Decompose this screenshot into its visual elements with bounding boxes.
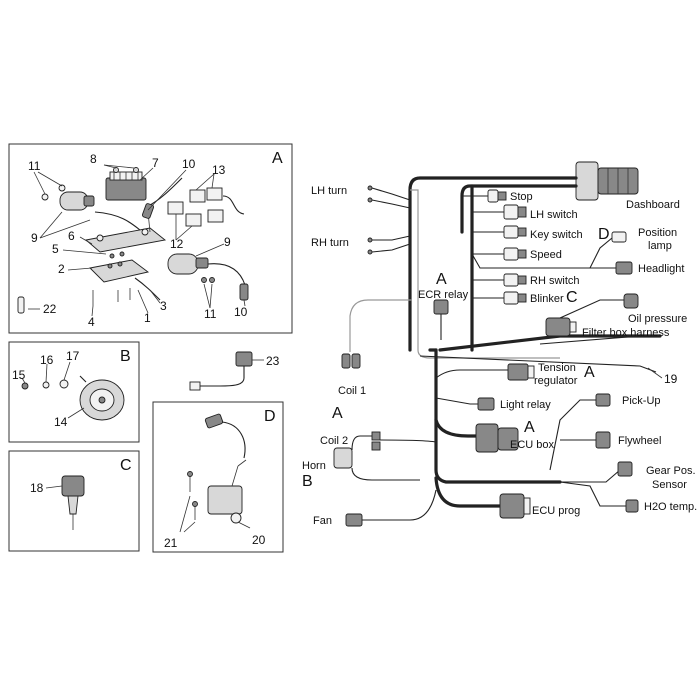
label-gear-pos-sensor-line1: Gear Pos. xyxy=(646,465,696,477)
dashboard-connector xyxy=(575,161,639,201)
label-gear-pos-sensor-line2: Sensor xyxy=(652,479,687,491)
label-speed: Speed xyxy=(530,249,562,261)
label-ecu-prog: ECU prog xyxy=(532,505,580,517)
part-number-11-top: 11 xyxy=(28,159,41,173)
callout-a-ecr-relay: A xyxy=(436,271,447,288)
label-position-lamp-line2: lamp xyxy=(648,240,672,252)
key-switch-connector xyxy=(503,225,527,239)
ignition-coil-right-part xyxy=(167,253,249,301)
part-number-20: 20 xyxy=(252,533,266,547)
part-number-4: 4 xyxy=(88,315,95,329)
lh-switch-connector xyxy=(503,204,527,220)
part-number-9-left: 9 xyxy=(31,231,38,245)
label-rh-switch: RH switch xyxy=(530,275,580,287)
section-label-a: A xyxy=(272,150,283,167)
part-number-2: 2 xyxy=(58,262,65,276)
callout-b-horn: B xyxy=(302,473,313,490)
label-fan: Fan xyxy=(313,515,332,527)
label-flywheel: Flywheel xyxy=(618,435,661,447)
part-number-10-bottom: 10 xyxy=(234,305,248,319)
position-lamp-unit-part xyxy=(204,413,247,524)
relay-blocks-part xyxy=(167,187,245,227)
label-coil-2: Coil 2 xyxy=(320,435,348,447)
label-stop: Stop xyxy=(510,191,533,203)
part-number-16: 16 xyxy=(40,353,54,367)
label-ecr-relay: ECR relay xyxy=(418,289,469,301)
callout-a-tension-regulator: A xyxy=(584,364,595,381)
part-number-1: 1 xyxy=(144,311,151,325)
label-dashboard: Dashboard xyxy=(626,199,680,211)
blinker-connector xyxy=(503,291,527,305)
ignition-coil-left-part xyxy=(41,184,95,211)
label-pick-up: Pick-Up xyxy=(622,395,661,407)
section-label-c: C xyxy=(120,457,132,474)
label-ecu-box: ECU box xyxy=(510,439,555,451)
base-plate-part xyxy=(89,251,150,283)
label-position-lamp-line1: Position xyxy=(638,227,677,239)
part-number-5: 5 xyxy=(52,242,59,256)
label-coil-1: Coil 1 xyxy=(338,385,366,397)
callout-d-position-lamp: D xyxy=(598,226,610,243)
part-number-3: 3 xyxy=(160,299,167,313)
speed-connector xyxy=(503,247,527,261)
label-lh-turn: LH turn xyxy=(311,185,347,197)
part-number-15: 15 xyxy=(12,368,26,382)
part-number-13: 13 xyxy=(212,163,226,177)
part-number-17: 17 xyxy=(66,349,80,363)
part-number-9-right: 9 xyxy=(224,235,231,249)
callout-a-coil-2: A xyxy=(332,405,343,422)
label-key-switch: Key switch xyxy=(530,229,583,241)
panel-d: D 21 20 xyxy=(152,401,284,553)
ecr-relay-connector xyxy=(433,299,449,340)
callout-a-ecu-box: A xyxy=(524,419,535,436)
main-harness xyxy=(333,161,663,527)
part-number-7: 7 xyxy=(152,156,159,170)
part-number-12: 12 xyxy=(170,237,184,251)
label-tension-regulator-line1: Tension xyxy=(538,362,576,374)
label-rh-turn: RH turn xyxy=(311,237,349,249)
panel-c: C 18 xyxy=(8,450,140,552)
part-number-6: 6 xyxy=(68,229,75,243)
relay-23-group: 23 xyxy=(189,351,280,391)
voltage-regulator-part xyxy=(105,171,147,201)
label-oil-pressure: Oil pressure xyxy=(628,313,687,325)
blinker-relay-part xyxy=(61,475,85,530)
part-number-22: 22 xyxy=(43,302,57,316)
part-number-8: 8 xyxy=(90,152,97,166)
label-h2o-temp: H2O temp. xyxy=(644,501,697,513)
rh-switch-connector xyxy=(503,273,527,287)
horn-part xyxy=(79,375,125,421)
mounting-bracket-part xyxy=(84,211,167,253)
section-label-b: B xyxy=(120,348,131,365)
label-filter-box-harness: Filter box harness xyxy=(582,327,670,339)
label-horn: Horn xyxy=(302,460,326,472)
part-number-23: 23 xyxy=(266,354,280,368)
part-number-10-top: 10 xyxy=(182,157,196,171)
panel-a: A xyxy=(8,143,293,334)
part-number-14: 14 xyxy=(54,415,68,429)
section-label-d: D xyxy=(264,408,276,425)
stop-connector xyxy=(487,189,507,203)
label-headlight: Headlight xyxy=(638,263,684,275)
part-number-21: 21 xyxy=(164,536,178,550)
part-number-11-bottom: 11 xyxy=(204,307,217,321)
part-number-18: 18 xyxy=(30,481,44,495)
label-tension-regulator-line2: regulator xyxy=(534,375,578,387)
panel-b: B 15 16 17 14 xyxy=(8,341,140,443)
callout-c-blinker: C xyxy=(566,289,578,306)
label-lh-switch: LH switch xyxy=(530,209,578,221)
part-number-19: 19 xyxy=(664,372,678,386)
label-blinker: Blinker xyxy=(530,293,564,305)
label-light-relay: Light relay xyxy=(500,399,551,411)
